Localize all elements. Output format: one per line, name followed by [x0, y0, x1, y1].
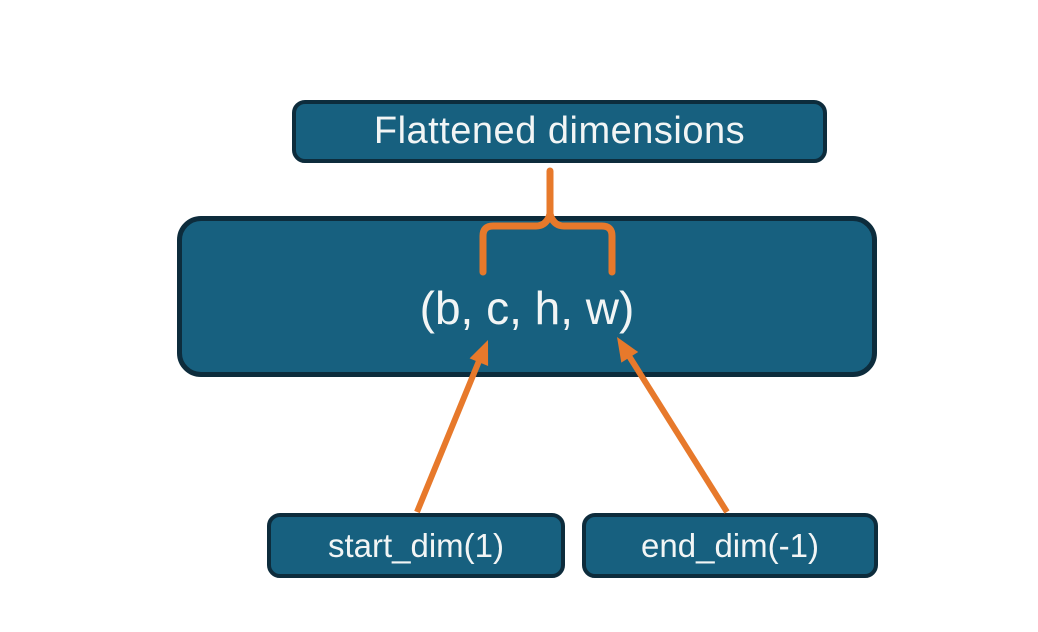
- start-dim-label: start_dim(1): [327, 526, 505, 564]
- flattened-dimensions-box: Flattened dimensions: [292, 100, 827, 163]
- flattened-dimensions-label: Flattened dimensions: [373, 110, 746, 152]
- end-dim-label: end_dim(-1): [641, 526, 819, 564]
- end-dim-arrow-shaft: [626, 354, 730, 514]
- tensor-shape-label: (b, c, h, w): [419, 281, 635, 334]
- tensor-shape-box: (b, c, h, w): [177, 216, 877, 377]
- end-dim-box: end_dim(-1): [582, 513, 878, 578]
- start-dim-box: start_dim(1): [267, 513, 565, 578]
- start-dim-arrow-shaft: [414, 359, 482, 514]
